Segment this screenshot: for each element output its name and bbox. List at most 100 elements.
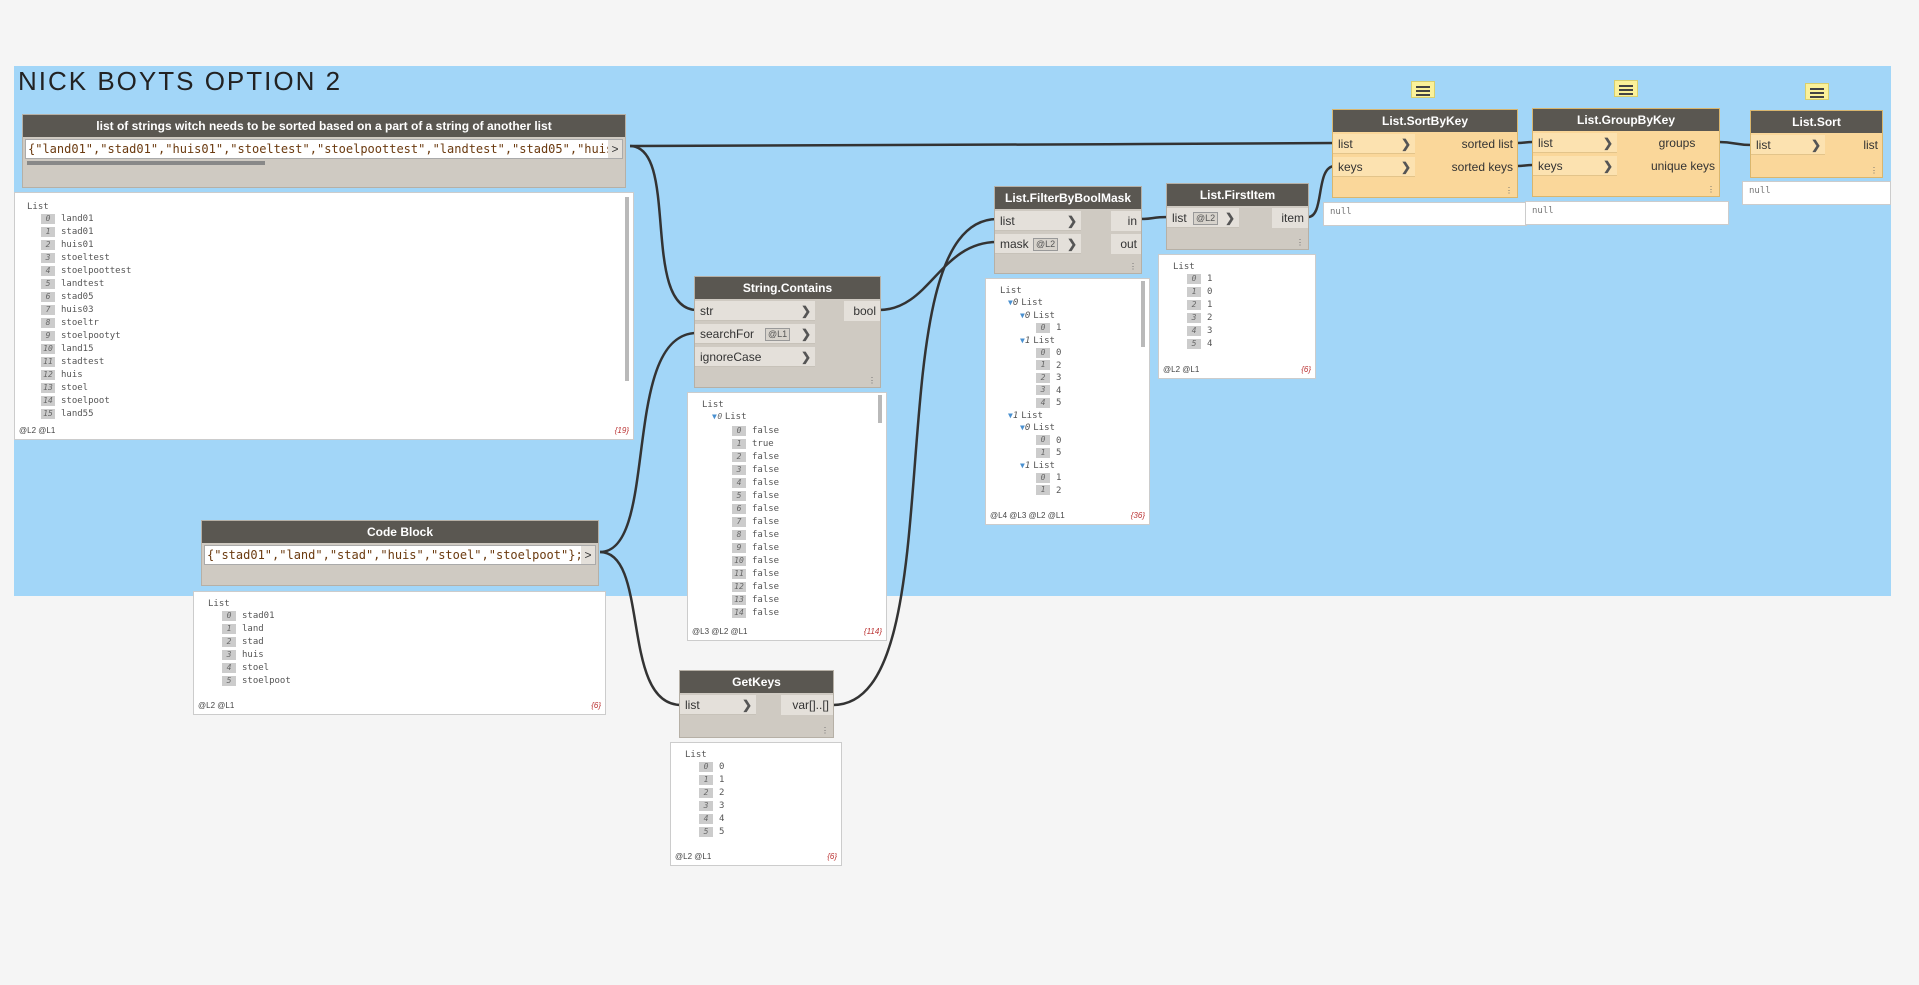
preview-group-by-key[interactable]: null xyxy=(1525,201,1729,225)
list-value: 1 xyxy=(1207,300,1213,310)
resize-grip-icon[interactable]: ⋮ xyxy=(821,726,829,735)
resize-grip-icon[interactable]: ⋮ xyxy=(1129,262,1137,271)
resize-grip-icon[interactable]: ⋮ xyxy=(1707,185,1715,194)
node-title[interactable]: Code Block xyxy=(202,521,598,543)
input-port-keys[interactable]: keys❯ xyxy=(1533,156,1617,176)
expand-triangle-icon[interactable]: ▼ xyxy=(1008,410,1013,420)
expand-triangle-icon[interactable]: ▼ xyxy=(1020,460,1025,470)
output-port-unique-keys[interactable]: unique keys xyxy=(1650,159,1715,173)
levels[interactable]: @L2 @L1 xyxy=(675,852,712,861)
levels[interactable]: @L2 @L1 xyxy=(1163,365,1200,374)
horizontal-scrollbar[interactable] xyxy=(27,161,265,165)
lacing-selector[interactable]: @L1 xyxy=(765,328,791,341)
group-title[interactable]: NICK BOYTS OPTION 2 xyxy=(18,66,343,96)
input-port-list[interactable]: list❯ xyxy=(1533,133,1617,153)
levels[interactable]: @L4 @L3 @L2 @L1 xyxy=(990,511,1065,520)
note-icon[interactable] xyxy=(1614,80,1638,97)
wire-codeblock-to-getkeys xyxy=(599,550,682,707)
node-code-block[interactable]: Code Block {"stad01","land","stad","huis… xyxy=(201,520,599,586)
note-icon[interactable] xyxy=(1805,83,1829,100)
node-string-contains[interactable]: String.Contains str❯ searchFor @L1 ❯ ign… xyxy=(694,276,881,388)
list-index: 1 xyxy=(699,774,713,785)
preview-list-sort[interactable]: null xyxy=(1742,181,1891,205)
port-label: list xyxy=(1538,136,1553,150)
expand-triangle-icon[interactable]: ▼ xyxy=(1008,298,1013,307)
expand-triangle-icon[interactable]: ▼ xyxy=(1020,310,1025,320)
levels[interactable]: @L2 @L1 xyxy=(198,701,235,710)
preview-scrollbar[interactable] xyxy=(1141,281,1145,347)
input-port-list[interactable]: list @L2 ❯ xyxy=(1167,208,1239,228)
note-icon[interactable] xyxy=(1411,81,1435,98)
output-port-bool[interactable]: bool xyxy=(844,301,880,321)
output-port-item[interactable]: item xyxy=(1272,208,1308,228)
node-sort-by-key[interactable]: List.SortByKey list❯ keys❯ sorted list s… xyxy=(1332,109,1518,198)
input-port-list[interactable]: list❯ xyxy=(1333,134,1415,154)
node-list-sort[interactable]: List.Sort list❯ list ⋮ xyxy=(1750,110,1883,178)
node-title[interactable]: list of strings witch needs to be sorted… xyxy=(23,115,625,137)
output-port-list[interactable]: list xyxy=(1863,138,1878,152)
node-title[interactable]: String.Contains xyxy=(695,277,880,299)
list-index: 0 xyxy=(1187,273,1201,284)
list-index: 3 xyxy=(1187,312,1201,323)
preview-scrollbar[interactable] xyxy=(625,197,629,381)
resize-grip-icon[interactable]: ⋮ xyxy=(1870,166,1878,175)
resize-grip-icon[interactable]: ⋮ xyxy=(868,376,876,385)
output-port-sorted-list[interactable]: sorted list xyxy=(1461,137,1513,151)
node-title[interactable]: List.SortByKey xyxy=(1333,110,1517,132)
node-list-of-strings[interactable]: list of strings witch needs to be sorted… xyxy=(22,114,626,188)
expand-triangle-icon[interactable]: ▼ xyxy=(1020,335,1025,345)
node-group-by-key[interactable]: List.GroupByKey list❯ keys❯ groups uniqu… xyxy=(1532,108,1720,197)
output-port-sorted-keys[interactable]: sorted keys xyxy=(1451,160,1513,174)
node-first-item[interactable]: List.FirstItem list @L2 ❯ item ⋮ xyxy=(1166,183,1309,250)
input-port-searchfor[interactable]: searchFor @L1 ❯ xyxy=(695,324,815,344)
list-index: 4 xyxy=(41,265,55,276)
output-port-groups[interactable]: groups xyxy=(1658,136,1696,150)
expand-triangle-icon[interactable]: ▼ xyxy=(712,412,717,421)
output-port[interactable]: > xyxy=(608,140,622,158)
input-port-mask[interactable]: mask @L2 ❯ xyxy=(995,234,1081,254)
output-port-in[interactable]: in xyxy=(1111,211,1141,231)
levels[interactable]: @L2 @L1 xyxy=(19,426,56,435)
output-port[interactable]: > xyxy=(581,546,595,564)
code-input[interactable]: {"land01","stad01","huis01","stoeltest",… xyxy=(25,139,623,159)
resize-grip-icon[interactable]: ⋮ xyxy=(1296,238,1304,247)
code-input[interactable]: {"stad01","land","stad","huis","stoel","… xyxy=(204,545,596,565)
levels[interactable]: @L3 @L2 @L1 xyxy=(692,627,748,636)
lacing-selector[interactable]: @L2 xyxy=(1033,238,1059,251)
code-text[interactable]: {"stad01","land","stad","huis","stoel","… xyxy=(207,548,583,562)
preview-scrollbar[interactable] xyxy=(878,395,882,423)
code-text[interactable]: {"land01","stad01","huis01","stoeltest",… xyxy=(28,142,621,156)
input-port-list[interactable]: list❯ xyxy=(1751,135,1825,155)
list-index: 11 xyxy=(732,568,746,579)
list-index: 3 xyxy=(699,800,713,811)
node-title[interactable]: List.Sort xyxy=(1751,111,1882,133)
input-port-str[interactable]: str❯ xyxy=(695,301,815,321)
node-title[interactable]: GetKeys xyxy=(680,671,833,693)
input-port-keys[interactable]: keys❯ xyxy=(1333,157,1415,177)
input-port-list[interactable]: list❯ xyxy=(995,211,1081,231)
node-filter-by-bool-mask[interactable]: List.FilterByBoolMask list❯ mask @L2 ❯ i… xyxy=(994,186,1142,274)
node-title[interactable]: List.FilterByBoolMask xyxy=(995,187,1141,209)
input-port-list[interactable]: list❯ xyxy=(680,695,756,715)
node-title[interactable]: List.GroupByKey xyxy=(1533,109,1719,131)
output-port-var[interactable]: var[]..[] xyxy=(781,695,833,715)
resize-grip-icon[interactable]: ⋮ xyxy=(1505,186,1513,195)
list-index: 2 xyxy=(699,787,713,798)
output-port-out[interactable]: out xyxy=(1111,234,1141,254)
lacing-selector[interactable]: @L2 xyxy=(1193,212,1219,225)
node-getkeys[interactable]: GetKeys list❯ var[]..[] ⋮ xyxy=(679,670,834,738)
node-title[interactable]: List.FirstItem xyxy=(1167,184,1308,206)
expand-triangle-icon[interactable]: ▼ xyxy=(1020,423,1025,432)
input-port-ignorecase[interactable]: ignoreCase❯ xyxy=(695,347,815,367)
preview-sort-by-key[interactable]: null xyxy=(1323,202,1527,226)
